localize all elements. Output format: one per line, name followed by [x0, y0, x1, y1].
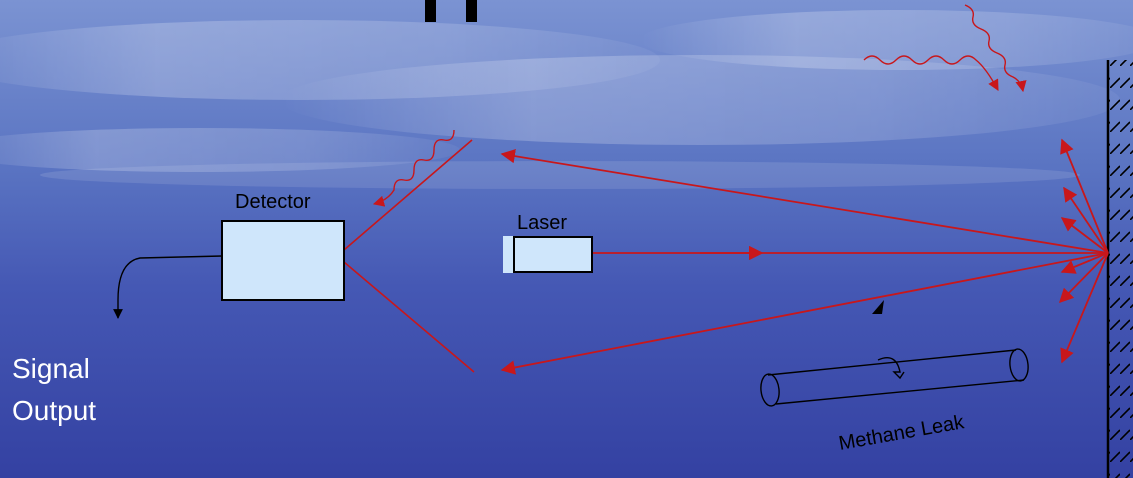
laser: Laser — [503, 212, 593, 273]
signal-output-label-line2: Output — [12, 395, 96, 426]
laser-beams — [500, 138, 1109, 375]
detector: Detector — [221, 191, 345, 301]
wavy-arrow-icon — [372, 129, 455, 207]
collection-mirror — [343, 139, 475, 373]
cloud-texture — [0, 10, 1133, 189]
return-beam-upper — [500, 148, 1109, 254]
signal-output-label-line1: Signal — [12, 353, 90, 384]
methane-pipe — [760, 348, 1029, 407]
return-beam-lower — [500, 252, 1109, 375]
return-direction-arrow — [872, 300, 884, 314]
detector-label: Detector — [235, 191, 311, 213]
wavy-arrow-icon — [964, 4, 1027, 93]
leak-icon — [877, 357, 905, 380]
wavy-arrow-icon — [863, 55, 999, 91]
ambient-light-arrows — [372, 4, 1027, 207]
laser-label: Laser — [517, 212, 567, 234]
reflector-wall — [1106, 60, 1133, 478]
signal-output-line — [113, 255, 223, 319]
cropped-title-glyphs — [425, 0, 477, 22]
